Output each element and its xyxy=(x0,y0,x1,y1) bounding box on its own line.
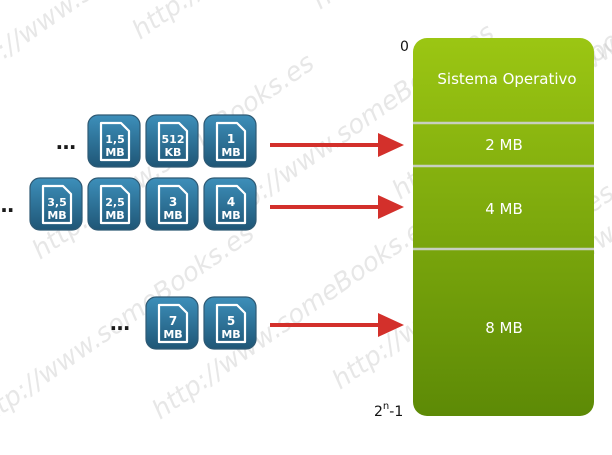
file-size-unit: MB xyxy=(221,146,240,159)
queue-ellipsis: … xyxy=(56,130,76,154)
file-size-unit: MB xyxy=(221,328,240,341)
address-bottom-exp: n xyxy=(383,401,389,412)
address-bottom-suffix: -1 xyxy=(389,404,403,420)
document-icon xyxy=(157,121,189,162)
file-size-unit: MB xyxy=(221,209,240,222)
process-file-icon: 1,5MB xyxy=(87,114,141,168)
process-file-icon: 4MB xyxy=(203,177,257,231)
file-size-value: 512 xyxy=(162,133,185,146)
process-file-icon: 2,5MB xyxy=(87,177,141,231)
file-size-unit: KB xyxy=(165,146,182,159)
address-top: 0 xyxy=(400,39,409,55)
memory-column xyxy=(413,38,594,416)
process-file-icon: 7MB xyxy=(145,296,199,350)
file-size-value: 3 xyxy=(169,195,177,209)
watermark-text: http://www.someBooks.es xyxy=(307,0,600,16)
file-size-unit: MB xyxy=(105,146,124,159)
document-icon xyxy=(215,184,247,225)
address-bottom: 2n-1 xyxy=(374,401,403,420)
file-size-unit: MB xyxy=(163,209,182,222)
document-icon xyxy=(157,184,189,225)
file-size-value: 4 xyxy=(227,195,235,209)
arrow xyxy=(270,133,404,157)
file-size-value: 1 xyxy=(227,132,235,146)
arrow xyxy=(270,313,404,337)
file-size-value: 5 xyxy=(227,314,235,328)
document-icon xyxy=(99,184,131,225)
process-file-icon: 3MB xyxy=(145,177,199,231)
file-size-value: 7 xyxy=(169,314,177,328)
document-icon xyxy=(215,303,247,344)
file-size-value: 2,5 xyxy=(105,196,125,209)
file-size-value: 1,5 xyxy=(105,133,125,146)
segment-label-os: Sistema Operativo xyxy=(437,70,576,88)
watermark-text: http://www.someBooks.es xyxy=(0,0,240,96)
queue-ellipsis: … xyxy=(0,193,14,217)
document-icon xyxy=(157,303,189,344)
file-size-unit: MB xyxy=(163,328,182,341)
watermark-text: http://www.someBooks.es xyxy=(127,0,420,46)
segment-label-2mb: 2 MB xyxy=(485,136,523,154)
process-file-icon: 5MB xyxy=(203,296,257,350)
file-size-value: 3,5 xyxy=(47,196,67,209)
process-file-icon: 1MB xyxy=(203,114,257,168)
process-file-icon: 3,5MB xyxy=(29,177,83,231)
arrow xyxy=(270,195,404,219)
file-size-unit: MB xyxy=(47,209,66,222)
memory-block: Sistema Operativo 2 MB 4 MB 8 MB 0 2n-1 xyxy=(374,38,594,420)
address-bottom-base: 2 xyxy=(374,404,383,420)
segment-label-4mb: 4 MB xyxy=(485,200,523,218)
segment-label-8mb: 8 MB xyxy=(485,319,523,337)
document-icon xyxy=(215,121,247,162)
document-icon xyxy=(41,184,73,225)
queue-ellipsis: … xyxy=(110,311,130,335)
file-size-unit: MB xyxy=(105,209,124,222)
document-icon xyxy=(99,121,131,162)
